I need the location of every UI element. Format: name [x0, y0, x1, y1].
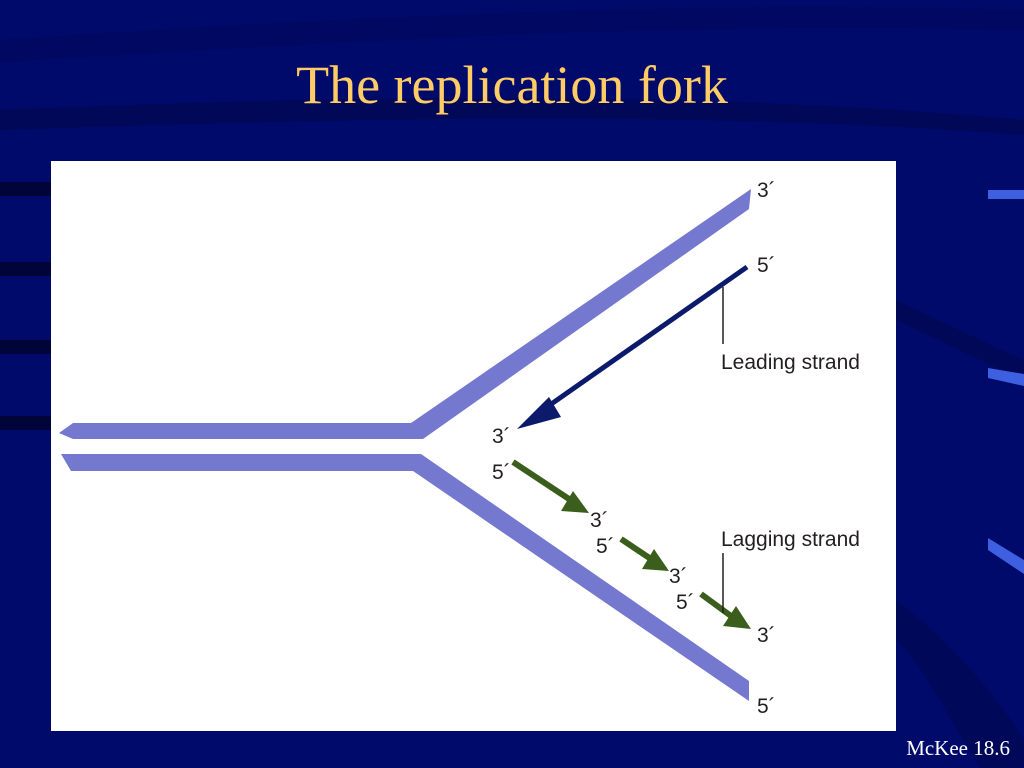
lagging-fragment-1	[511, 459, 589, 513]
lagging-strand-label: Lagging strand	[721, 528, 860, 551]
lagging-fragment-2	[619, 536, 669, 571]
accent-bar-1	[988, 190, 1024, 199]
replication-fork-diagram: Leading strand Lagging strand 3´ 5´ 3´ 5…	[51, 161, 896, 731]
parent-strand-bottom	[61, 454, 749, 701]
accent-bar-2	[988, 368, 1024, 386]
end-label-lagging2-5prime: 5´	[596, 535, 615, 558]
leading-strand-arrowhead	[517, 397, 561, 429]
end-label-top-3prime: 3´	[757, 179, 776, 202]
page-title: The replication fork	[296, 55, 728, 115]
end-label-leading-5prime: 5´	[757, 254, 776, 277]
parent-strand-top	[59, 189, 751, 439]
end-label-lagging1-5prime: 5´	[492, 461, 511, 484]
end-label-lagging3-3prime: 3´	[757, 624, 776, 647]
leading-strand	[535, 264, 749, 417]
end-label-lagging2-3prime: 3´	[669, 565, 688, 588]
end-label-bottom-5prime: 5´	[757, 695, 776, 718]
end-label-lagging3-5prime: 5´	[676, 591, 695, 614]
source-credit: McKee 18.6	[906, 736, 1010, 760]
accent-bar-3	[988, 538, 1024, 574]
leading-strand-label: Leading strand	[721, 351, 860, 374]
end-label-leading-3prime: 3´	[492, 425, 511, 448]
lagging-fragment-3	[699, 591, 751, 629]
end-label-lagging1-3prime: 3´	[590, 509, 609, 532]
